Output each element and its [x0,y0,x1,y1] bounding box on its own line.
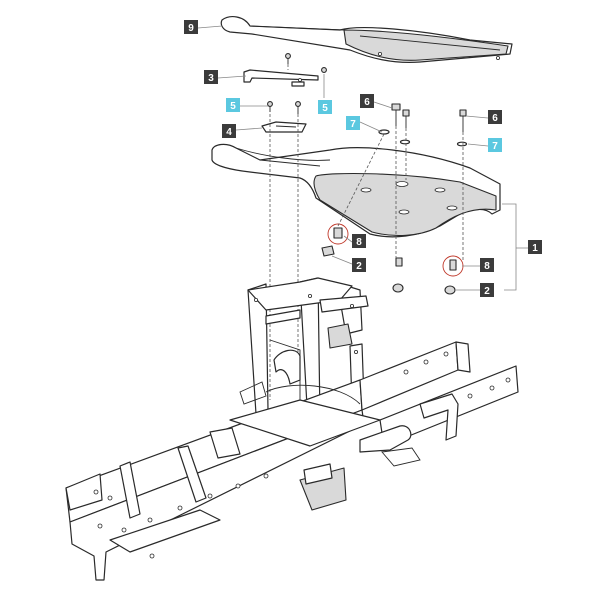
part-2-mount-right [392,283,404,293]
part-3-bracket [243,69,319,87]
svg-text:7: 7 [350,119,356,130]
svg-text:2: 2 [356,261,362,272]
part-6-bolt-mid [402,109,410,128]
callout-5-left: 5 [226,98,240,112]
svg-text:6: 6 [364,97,370,108]
callout-1: 1 [528,240,542,254]
part-9-seat-cover [220,16,513,63]
part-8-spacer-left [333,227,343,239]
svg-text:8: 8 [484,261,490,272]
part-5-bolt-left [267,101,273,112]
assembly-lines [269,64,464,400]
svg-text:2: 2 [484,286,490,297]
svg-text:5: 5 [230,101,236,112]
callout-9: 9 [184,20,198,34]
svg-text:8: 8 [356,237,362,248]
leader-lines [197,25,528,291]
part-7-washer-right [456,141,468,147]
svg-text:6: 6 [492,113,498,124]
callout-2-right: 2 [480,283,494,297]
main-chassis-frame [65,341,519,581]
svg-text:5: 5 [322,103,328,114]
callout-7-right: 7 [488,138,502,152]
callouts: 9 3 5 5 4 6 7 6 [184,20,542,297]
part-6-bolt-right [459,109,467,132]
part-4-plate [261,121,307,133]
svg-text:1: 1 [532,243,538,254]
part-2-mount-mid [395,257,403,267]
bolt-top-2 [321,67,327,73]
part-2-mount-left [321,245,335,257]
part-2-mount-far [444,285,456,295]
callout-4: 4 [222,124,236,138]
part-7-washer-mid [399,139,411,145]
callout-5-right: 5 [318,100,332,114]
svg-text:9: 9 [188,23,194,34]
svg-text:3: 3 [208,73,214,84]
part-5-bolt-right [295,101,301,114]
part-1-seat-pan [211,143,501,238]
callout-6-left: 6 [360,94,374,108]
part-8-spacer-right [449,259,457,271]
svg-text:7: 7 [492,141,498,152]
callout-6-right: 6 [488,110,502,124]
part-7-washer-left [378,129,390,135]
callout-7-left: 7 [346,116,360,130]
highlight-ring-8a [327,223,349,245]
bolt-top-1 [285,53,291,64]
part-6-bolt-left [391,103,401,126]
callout-8-right: 8 [480,258,494,272]
callout-2-left: 2 [352,258,366,272]
svg-text:4: 4 [226,127,232,138]
callout-3: 3 [204,70,218,84]
callout-8-left: 8 [352,234,366,248]
